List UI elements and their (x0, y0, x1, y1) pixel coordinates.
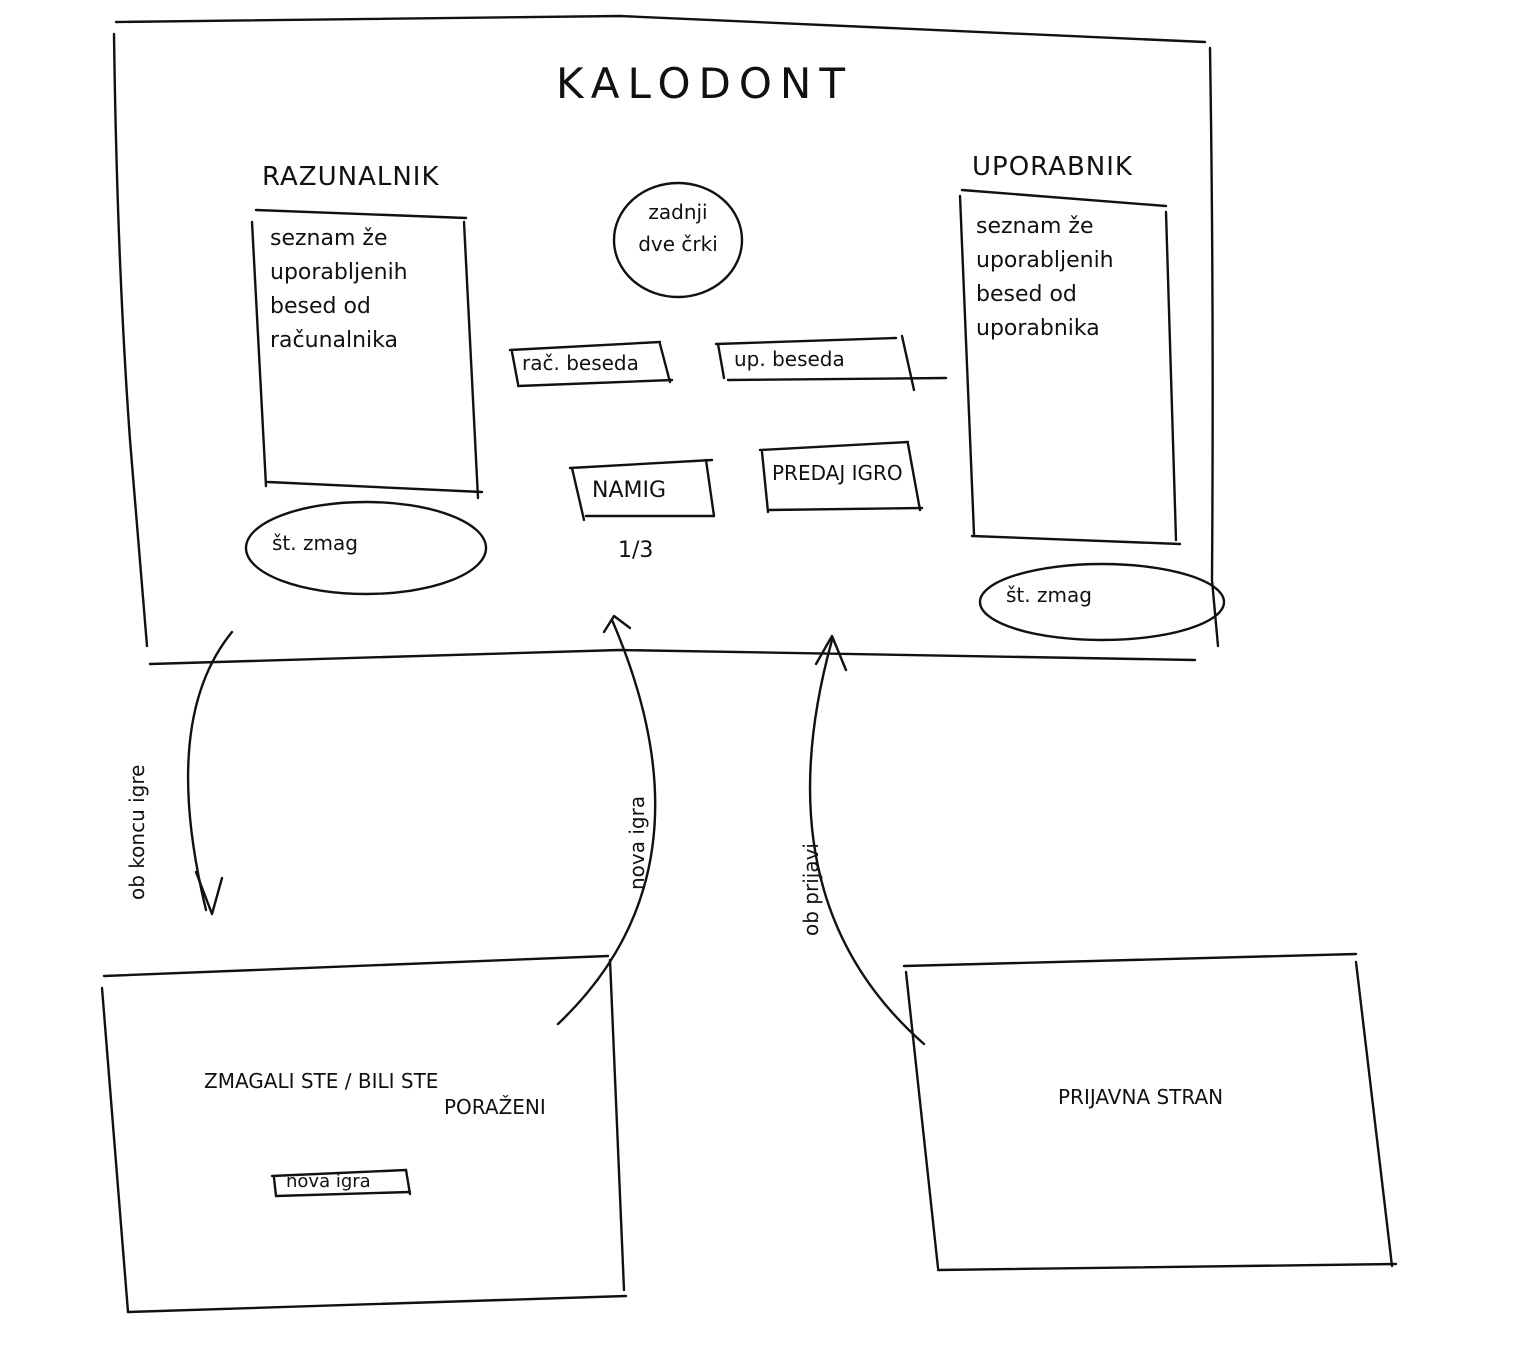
main-screen-frame (112, 14, 1220, 666)
arrow-after-login (808, 634, 926, 1046)
hint-counter: 1/3 (618, 538, 654, 563)
arrow-to-end-screen (186, 630, 234, 916)
computer-word-list-box (250, 208, 484, 500)
transition-label-after-login: ob prijavi (799, 843, 823, 936)
user-wins-ellipse (978, 562, 1226, 642)
user-word-field (714, 334, 948, 392)
new-game-button-outline (270, 1168, 412, 1198)
end-message-line2: PORAŽENI (444, 1095, 546, 1119)
user-word-field[interactable]: up. beseda (734, 347, 845, 371)
computer-word-field: rač. beseda (522, 351, 639, 375)
user-wins-count: št. zmag (1006, 583, 1092, 607)
arrow-new-game (556, 614, 657, 1026)
hint-button-outline (568, 458, 716, 522)
user-word-list: seznam že uporabljenih besed od uporabni… (976, 214, 1114, 341)
login-page-title: PRIJAVNA STRAN (1058, 1085, 1224, 1109)
user-heading: UPORABNIK (972, 152, 1133, 182)
surrender-button-outline (758, 440, 924, 514)
computer-heading: RAZUNALNIK (262, 162, 440, 192)
hint-button[interactable]: NAMIG (592, 478, 667, 503)
last-letters-indicator: zadnji dve črki (638, 200, 718, 256)
transition-label-to-end: ob koncu igre (125, 764, 149, 900)
surrender-button[interactable]: PREDAJ IGRO (772, 461, 903, 485)
end-screen-frame (100, 954, 628, 1314)
transition-label-new-game: nova igra (625, 795, 649, 890)
end-message-line1: ZMAGALI STE / BILI STE (204, 1069, 439, 1093)
login-screen-frame (902, 952, 1398, 1272)
new-game-button[interactable]: nova igra (286, 1171, 371, 1192)
computer-wins-count: št. zmag (272, 531, 358, 555)
computer-word-list: seznam že uporabljenih besed od računaln… (270, 226, 408, 353)
page-title: KALODONT (556, 59, 853, 108)
user-word-list-box (958, 188, 1182, 546)
computer-word-field (508, 340, 674, 388)
last-letters-circle (612, 181, 744, 299)
computer-wins-ellipse (244, 500, 488, 596)
